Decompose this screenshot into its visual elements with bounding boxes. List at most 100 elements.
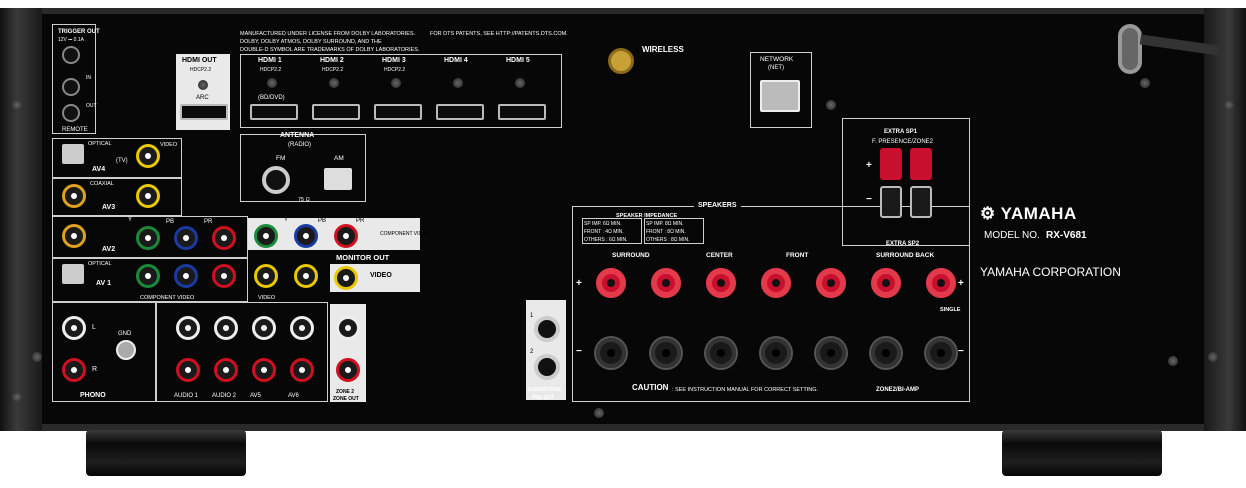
hdmi-input-label: HDMI 4 (444, 57, 468, 64)
audio-input-label: AV6 (288, 393, 299, 399)
av1-optical-input[interactable] (62, 264, 84, 284)
speaker-minus-terminal[interactable] (706, 338, 736, 368)
phono-l-jack[interactable] (62, 316, 86, 340)
antenna-sub: (RADIO) (288, 142, 311, 148)
subwoofer-label-2: PRE OUT (532, 395, 555, 401)
fm-label: FM (276, 155, 286, 162)
speaker-minus-terminal[interactable] (816, 338, 846, 368)
plus-sign: + (866, 160, 872, 171)
speaker-minus-terminal[interactable] (596, 338, 626, 368)
hdmi-input-hdcp: HDCP2.2 (384, 67, 406, 73)
speaker-plus-terminal[interactable] (596, 268, 626, 298)
trigger-out-label: TRIGGER OUT (58, 29, 100, 35)
audio-l-jack[interactable] (214, 316, 238, 340)
audio-r-jack[interactable] (252, 358, 276, 382)
left-foot (86, 430, 246, 476)
speaker-plus-terminal[interactable] (706, 268, 736, 298)
audio-l-jack[interactable] (252, 316, 276, 340)
dolby-license-line3: DOUBLE-D SYMBOL ARE TRADEMARKS OF DOLBY … (240, 47, 420, 53)
phono-gnd-terminal[interactable] (116, 340, 136, 360)
monitor-pb-jack[interactable] (294, 224, 318, 248)
av3-video-jack[interactable] (136, 184, 160, 208)
speaker-minus-terminal[interactable] (761, 338, 791, 368)
av2-coaxial-jack[interactable] (62, 224, 86, 248)
remote-in-label: IN (86, 75, 91, 81)
av1-y-jack[interactable] (136, 264, 160, 288)
extra-sp1-r-minus-terminal[interactable] (880, 186, 902, 218)
monitor-y-jack[interactable] (254, 224, 278, 248)
hdmi-input-port[interactable] (374, 104, 422, 120)
speaker-minus-terminal[interactable] (651, 338, 681, 368)
av2-y-jack[interactable] (136, 226, 160, 250)
monitor-video-label: VIDEO (370, 272, 392, 279)
impedance-table-1-row: FRONT : 4Ω MIN. (584, 229, 624, 235)
remote-out-label: OUT (86, 103, 97, 109)
hdmi-input-port[interactable] (436, 104, 484, 120)
screw-icon (391, 78, 401, 88)
av5-video-jack[interactable] (254, 264, 278, 288)
audio-r-jack[interactable] (214, 358, 238, 382)
am-antenna-terminal[interactable] (324, 168, 352, 190)
hdmi-inputs-group (240, 54, 562, 128)
subwoofer-2-jack[interactable] (534, 354, 560, 380)
hdmi-input-note: (BD/DVD) (258, 95, 285, 101)
hdmi-input-hdcp: HDCP2.2 (322, 67, 344, 73)
hdmi-input-port[interactable] (498, 104, 546, 120)
av4-video-jack[interactable] (136, 144, 160, 168)
trigger-out-jack[interactable] (62, 46, 80, 64)
av4-optical-input[interactable] (62, 144, 84, 164)
speaker-plus-terminal[interactable] (651, 268, 681, 298)
speaker-minus-terminal[interactable] (926, 338, 956, 368)
impedance-table-2-row: FRONT : 8Ω MIN. (646, 229, 686, 235)
extra-sp1-l-plus-terminal[interactable] (910, 148, 932, 180)
av6-video-jack[interactable] (294, 264, 318, 288)
speaker-plus-terminal[interactable] (871, 268, 901, 298)
av2-pb-jack[interactable] (174, 226, 198, 250)
monitor-pr-label: PR (356, 218, 365, 224)
am-label: AM (334, 155, 344, 162)
speaker-plus-terminal[interactable] (926, 268, 956, 298)
extra-sp1-r-plus-terminal[interactable] (880, 148, 902, 180)
av3-coaxial-jack[interactable] (62, 184, 86, 208)
zone2-l-jack[interactable] (336, 316, 360, 340)
audio-l-jack[interactable] (290, 316, 314, 340)
model-number: RX-V681 (1046, 230, 1087, 241)
hdmi-out-arc: ARC (196, 95, 209, 101)
audio-r-jack[interactable] (176, 358, 200, 382)
subwoofer-1-jack[interactable] (534, 316, 560, 342)
dolby-license-line1: MANUFACTURED UNDER LICENSE FROM DOLBY LA… (240, 31, 416, 37)
ethernet-port[interactable] (760, 80, 800, 112)
hdmi-out-port[interactable] (180, 104, 228, 120)
extra-sp1-l-minus-terminal[interactable] (910, 186, 932, 218)
single-label: SINGLE (940, 307, 961, 313)
audio-input-label: AUDIO 1 (174, 393, 199, 399)
wireless-antenna-connector[interactable] (608, 48, 634, 74)
remote-out-jack[interactable] (62, 104, 80, 122)
speaker-minus-terminal[interactable] (871, 338, 901, 368)
fm-antenna-jack[interactable] (262, 166, 290, 194)
remote-label: REMOTE (62, 127, 88, 133)
monitor-video-jack[interactable] (334, 266, 358, 290)
caution-word: CAUTION (632, 383, 669, 392)
screw-icon (267, 78, 277, 88)
av1-optical-label: OPTICAL (88, 261, 112, 267)
hdmi-input-port[interactable] (312, 104, 360, 120)
dts-license: FOR DTS PATENTS, SEE HTTP://PATENTS.DTS.… (430, 31, 568, 37)
av2-pr-jack[interactable] (212, 226, 236, 250)
trigger-spec: 12V ⎓ 0.1A (58, 37, 84, 43)
monitor-pr-jack[interactable] (334, 224, 358, 248)
speaker-plus-terminal[interactable] (761, 268, 791, 298)
audio-l-jack[interactable] (176, 316, 200, 340)
hdmi-input-port[interactable] (250, 104, 298, 120)
power-cord-grommet (1118, 24, 1142, 74)
speaker-plus-terminal[interactable] (816, 268, 846, 298)
zone2-r-jack[interactable] (336, 358, 360, 382)
screw-icon (453, 78, 463, 88)
sub2-label: 2 (530, 349, 534, 355)
av1-pr-jack[interactable] (212, 264, 236, 288)
av4-group (52, 138, 182, 178)
audio-r-jack[interactable] (290, 358, 314, 382)
phono-r-jack[interactable] (62, 358, 86, 382)
remote-in-jack[interactable] (62, 78, 80, 96)
av1-pb-jack[interactable] (174, 264, 198, 288)
